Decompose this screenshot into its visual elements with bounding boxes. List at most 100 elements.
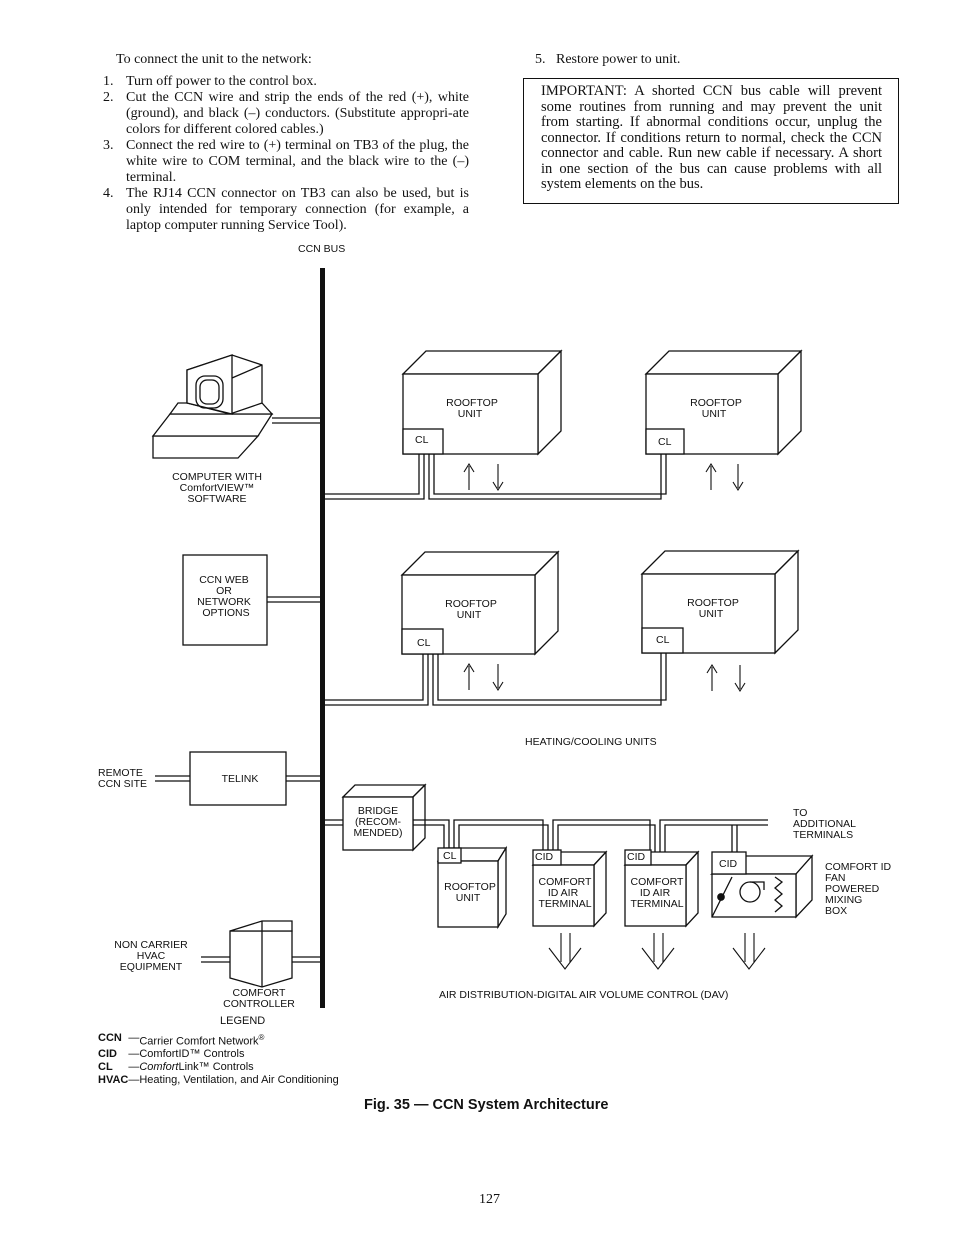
legend-desc: Heating, Ventilation, and Air Conditioni…: [139, 1073, 339, 1086]
rooftop-4-cl: CL: [656, 634, 670, 646]
dav-rooftop-cl: CL: [443, 850, 457, 862]
legend-row: CCN — Carrier Comfort Network®: [98, 1032, 339, 1048]
computer-label-3: SOFTWARE: [187, 493, 246, 505]
bridge-box: [341, 783, 427, 852]
step-item: 1. Turn off power to the control box.: [103, 74, 469, 90]
bus-label: CCN BUS: [298, 243, 345, 255]
legend-desc: ComfortID™ Controls: [139, 1048, 245, 1061]
rooftop-2-label-1: ROOFTOP: [690, 397, 742, 409]
legend-italic: Comfort: [139, 1061, 179, 1074]
rooftop-1-label-1: ROOFTOP: [446, 397, 498, 409]
legend-dash: —: [128, 1061, 140, 1074]
page-number: 127: [479, 1192, 500, 1207]
comfort-controller-label-1: COMFORT: [233, 987, 286, 999]
telink-box: [189, 751, 287, 806]
noncarrier-label-3: EQUIPMENT: [120, 961, 183, 973]
step-item: 4. The RJ14 CCN connector on TB3 can also…: [103, 186, 469, 234]
legend-text: Carrier Comfort Network: [139, 1035, 259, 1048]
computer-label-2: ComfortVIEW™: [180, 482, 255, 494]
legend-dash: —: [128, 1032, 140, 1044]
step-text: Cut the CCN wire and strip the ends of t…: [126, 90, 469, 137]
computer-label-1: COMPUTER WITH: [172, 471, 262, 483]
dav-rooftop-label-1: ROOFTOP: [444, 881, 496, 893]
step-number: 4.: [103, 186, 114, 201]
air-terminal-2: [623, 849, 700, 928]
rooftop-unit-4: [640, 549, 800, 655]
fan-mixing-box: [709, 851, 814, 919]
rooftop-unit-2: [644, 349, 803, 456]
fan-box-label-5: BOX: [825, 905, 847, 917]
noncarrier-label-1: NON CARRIER: [114, 939, 188, 951]
to-additional-label-2: ADDITIONAL: [793, 818, 856, 830]
terminal-1-label-1: COMFORT: [539, 876, 592, 888]
fan-box-label-4: MIXING: [825, 894, 862, 906]
terminal-2-label-2: ID AIR: [640, 887, 671, 899]
rooftop-2-label-2: UNIT: [702, 408, 727, 420]
legend-row: CID — ComfortID™ Controls: [98, 1048, 339, 1061]
web-label-4: OPTIONS: [202, 607, 249, 619]
step-text: Restore power to unit.: [556, 52, 681, 67]
fan-box-cid: CID: [719, 858, 738, 870]
legend-row: HVAC — Heating, Ventilation, and Air Con…: [98, 1074, 339, 1087]
legend-title: LEGEND: [220, 1015, 266, 1027]
rooftop-4-label-2: UNIT: [699, 608, 724, 620]
dav-rooftop-label-2: UNIT: [456, 892, 481, 904]
rooftop-3-cl: CL: [417, 637, 431, 649]
remote-label-2: CCN SITE: [98, 778, 147, 790]
terminal-2-label-3: TERMINAL: [630, 898, 683, 910]
step-item: 2. Cut the CCN wire and strip the ends of…: [103, 90, 469, 138]
step-number: 1.: [103, 74, 114, 89]
fan-box-label-2: FAN: [825, 872, 845, 884]
step-text: Turn off power to the control box.: [126, 74, 317, 89]
rooftop-1-cl: CL: [415, 434, 429, 446]
figure-caption: Fig. 35 — CCN System Architecture: [364, 1097, 609, 1113]
heating-cooling-label: HEATING/COOLING UNITS: [525, 736, 657, 748]
right-column: 5. Restore power to unit. IMPORTANT: A s…: [523, 52, 899, 204]
legend-desc: ComfortLink™ Controls: [139, 1061, 338, 1074]
bridge-label-1: BRIDGE: [358, 805, 398, 817]
legend-abbr: CL: [98, 1061, 113, 1074]
terminal-1-cid: CID: [535, 851, 554, 863]
terminal-1-label-3: TERMINAL: [538, 898, 591, 910]
rooftop-4-label-1: ROOFTOP: [687, 597, 739, 609]
computer-icon: [151, 354, 274, 459]
fan-box-label-1: COMFORT ID: [825, 861, 892, 873]
rooftop-unit-3: [400, 550, 560, 656]
legend-desc: Carrier Comfort Network®: [139, 1032, 338, 1048]
bridge-label-2: (RECOM-: [355, 816, 402, 828]
legend-abbr: HVAC: [98, 1073, 129, 1086]
web-label-2: OR: [216, 585, 232, 597]
remote-label-1: REMOTE: [98, 767, 143, 779]
step-five: 5. Restore power to unit.: [535, 52, 899, 68]
legend-dash: —: [128, 1048, 140, 1061]
updown-arrow-icon: [463, 462, 746, 693]
terminal-2-cid: CID: [627, 851, 646, 863]
fan-box-label-3: POWERED: [825, 883, 880, 895]
bridge-label-3: MENDED): [354, 827, 403, 839]
legend-dash: —: [128, 1073, 140, 1086]
step-item: 3. Connect the red wire to (+) terminal o…: [103, 138, 469, 186]
to-additional-label-1: TO: [793, 807, 807, 819]
rooftop-3-label-1: ROOFTOP: [445, 598, 497, 610]
ccn-web-box: [182, 554, 268, 646]
step-number: 2.: [103, 90, 114, 105]
legend-sup: ®: [258, 1033, 265, 1042]
legend-row: CL — ComfortLink™ Controls: [98, 1061, 339, 1074]
air-terminal-1: [531, 849, 608, 928]
legend-text: Link™ Controls: [178, 1061, 254, 1074]
web-label-1: CCN WEB: [199, 574, 249, 586]
important-notice: IMPORTANT: A shorted CCN bus cable will …: [523, 78, 899, 204]
rooftop-unit-1: [401, 349, 563, 456]
step-number: 3.: [103, 138, 114, 153]
instructions-column: To connect the unit to the network: 1.Tu…: [103, 52, 469, 234]
air-distribution-label: AIR DISTRIBUTION-DIGITAL AIR VOLUME CONT…: [439, 989, 728, 1001]
step-number: 5.: [535, 52, 546, 67]
step-text: The RJ14 CCN connector on TB3 can also b…: [126, 186, 469, 233]
telink-label: TELINK: [222, 773, 259, 785]
rooftop-2-cl: CL: [658, 436, 672, 448]
step-text: Connect the red wire to (+) terminal on …: [126, 138, 469, 185]
legend-abbr: CCN: [98, 1032, 122, 1044]
rooftop-3-label-2: UNIT: [457, 609, 482, 621]
airflow-down-arrow-icon: [548, 933, 766, 970]
